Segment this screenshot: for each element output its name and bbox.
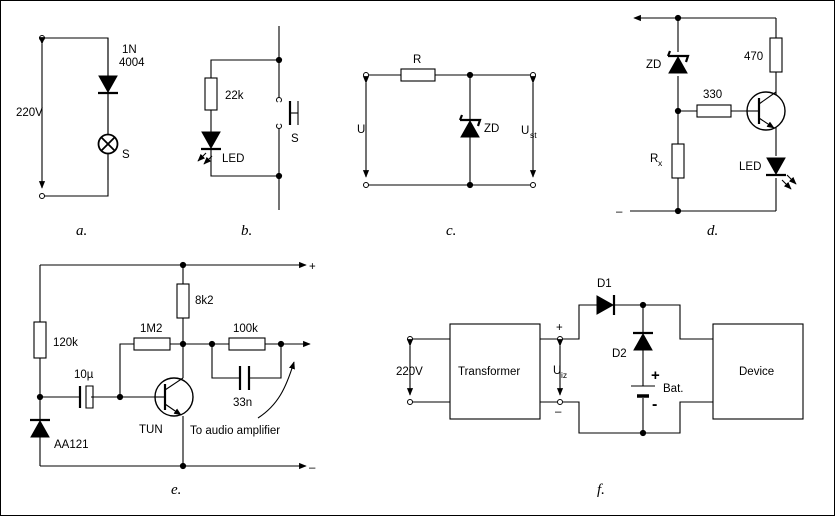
label-f-voltage: 220V (396, 366, 423, 378)
circuit-c: R U ZD U st c. (357, 54, 537, 239)
diode-d2 (633, 331, 653, 351)
caption-b: b. (241, 223, 252, 239)
resistor-8k2 (176, 283, 190, 319)
label-e-minus: – (309, 462, 316, 474)
caption-a: a. (76, 223, 87, 239)
resistor-1m2 (133, 337, 171, 351)
label-d-zener: ZD (646, 59, 661, 71)
label-d-led: LED (739, 161, 761, 173)
label-e-120k: 120k (53, 337, 78, 349)
resistor-120k (33, 321, 47, 359)
label-f-plus: + (556, 322, 563, 334)
label-c-output: U (521, 125, 529, 137)
label-d-minus: – (616, 206, 623, 218)
battery-plus-sign: + (651, 367, 660, 384)
device-box (712, 323, 804, 420)
label-e-33n: 33n (233, 397, 252, 409)
resistor-100k (228, 337, 266, 351)
label-b-led: LED (222, 153, 244, 165)
diode-aa121 (30, 418, 50, 438)
zener-zd-d (666, 50, 690, 76)
caption-c: c. (446, 223, 456, 239)
resistor-rx (671, 143, 685, 179)
label-f-minus: – (555, 406, 562, 418)
diode-d1 (596, 295, 616, 315)
label-c-input: U (357, 124, 365, 136)
circuit-b: 22k LED S b. (197, 26, 299, 239)
label-b-switch: S (291, 133, 299, 145)
capacitor-33n (238, 366, 251, 390)
zener-zd-c (458, 114, 482, 138)
label-a-voltage: 220V (16, 107, 43, 119)
label-e-plus: + (309, 261, 316, 273)
label-e-100k: 100k (233, 323, 258, 335)
circuit-f: 220V Transformer U iz + – D1 D2 + - Bat.… (396, 278, 804, 498)
label-f-uiz-sub: iz (561, 370, 567, 380)
label-e-8k2: 8k2 (195, 295, 214, 307)
label-f-d2: D2 (612, 348, 627, 360)
label-e-note: To audio amplifier (190, 425, 280, 437)
label-d-470: 470 (744, 51, 763, 63)
label-c-output-sub: st (530, 130, 537, 140)
label-a-diode-1: 1N (122, 44, 137, 56)
label-f-d1: D1 (597, 278, 612, 290)
caption-e: e. (171, 482, 181, 498)
transformer-box (449, 323, 541, 420)
circuit-d: ZD 470 330 R x LED – d. (616, 14, 797, 239)
label-e-tun: TUN (139, 424, 163, 436)
label-d-330: 330 (703, 89, 722, 101)
resistor-r (400, 68, 436, 82)
caption-d: d. (707, 223, 718, 239)
label-d-rx: R (650, 153, 658, 165)
resistor-330 (696, 104, 732, 118)
label-b-resistor: 22k (225, 90, 244, 102)
label-e-aa121: AA121 (54, 439, 89, 451)
resistor-22k (204, 77, 218, 111)
label-e-1m2: 1M2 (140, 323, 162, 335)
led-b (197, 131, 221, 165)
note-arrow (257, 361, 295, 419)
transistor-d (746, 91, 786, 131)
label-e-10u: 10µ (74, 369, 94, 381)
resistor-470 (769, 37, 783, 73)
label-a-diode-2: 4004 (119, 57, 145, 69)
label-f-uiz: U (553, 365, 561, 377)
lamp-s (97, 133, 119, 155)
switch-s (276, 97, 299, 129)
battery (631, 385, 655, 398)
label-f-transformer: Transformer (458, 366, 520, 378)
led-d (766, 156, 797, 190)
label-c-resistor: R (413, 54, 421, 66)
capacitor-10u (78, 385, 94, 409)
circuit-e: + – 8k2 1M2 120k 100k 10µ 33n TUN AA121 … (30, 261, 316, 498)
battery-minus-sign: - (652, 396, 657, 413)
label-f-device: Device (739, 366, 774, 378)
caption-f: f. (597, 482, 605, 498)
label-d-rx-sub: x (658, 158, 663, 168)
transistor-tun (154, 377, 194, 466)
label-a-lamp: S (122, 149, 130, 161)
circuit-a: 220V 1N 4004 S a. (16, 35, 145, 239)
label-f-battery: Bat. (663, 383, 683, 395)
label-c-zener: ZD (484, 123, 499, 135)
diode-1n4004 (98, 75, 118, 95)
